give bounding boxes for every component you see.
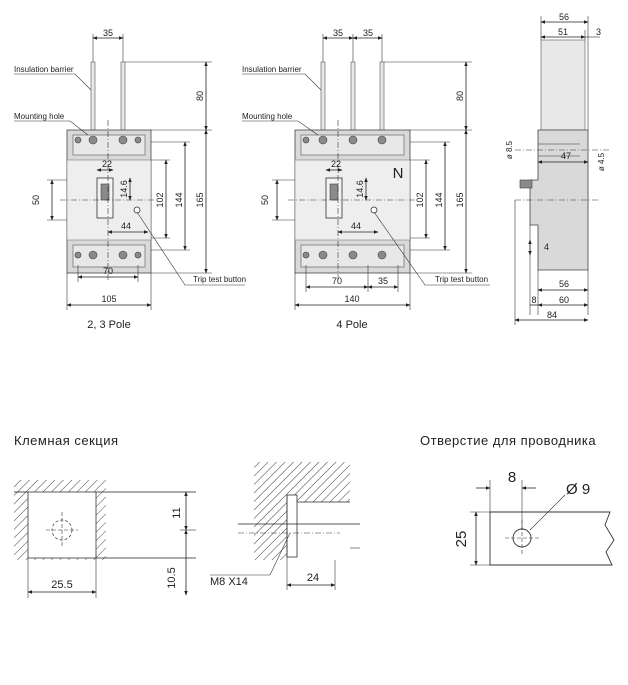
terminal-title: Клемная секция [14, 433, 119, 448]
svg-text:70: 70 [332, 276, 342, 286]
conductor-hole: Отверстие для проводника 8 Ø 9 25 [420, 433, 615, 566]
side-view: 56 51 3 ø 8.5 47 ø 4.5 4 56 8 60 84 [505, 12, 610, 325]
dim-102: 102 [155, 192, 165, 207]
dim-24: 24 [307, 572, 319, 584]
barrier-side [540, 39, 586, 131]
trip-test-label: Trip test button [193, 275, 246, 284]
svg-text:35: 35 [363, 28, 373, 38]
trip-test-button-4p [370, 206, 378, 214]
dim-165: 165 [195, 192, 205, 207]
svg-text:14.6: 14.6 [355, 180, 365, 198]
svg-text:80: 80 [455, 91, 465, 101]
dim-25: 25 [453, 531, 470, 548]
insulation-barrier [120, 61, 126, 131]
dim-11: 11 [171, 507, 183, 518]
svg-text:84: 84 [547, 310, 557, 320]
dim-70: 70 [103, 266, 113, 276]
dim-105: 105 [101, 294, 116, 304]
dim-35: 35 [103, 28, 113, 38]
screw-label: M8 X14 [210, 576, 248, 588]
dim-10-5: 10.5 [166, 567, 178, 588]
dim-14-6: 14.6 [119, 180, 129, 198]
svg-text:102: 102 [415, 192, 425, 207]
dim-22: 22 [102, 159, 112, 169]
pole4-view: N 35 35 80 165 144 102 22 14.6 44 50 [242, 28, 490, 331]
pole4-caption: 4 Pole [336, 319, 367, 331]
svg-text:Mounting hole: Mounting hole [242, 112, 293, 121]
svg-text:Insulation barrier: Insulation barrier [242, 65, 302, 74]
svg-text:Trip test button: Trip test button [435, 275, 488, 284]
dim-56-top: 56 [559, 12, 569, 22]
svg-text:3: 3 [596, 27, 601, 37]
dim-144: 144 [174, 192, 184, 207]
svg-text:50: 50 [260, 195, 270, 205]
dim-50: 50 [31, 195, 41, 205]
svg-text:51: 51 [558, 27, 568, 37]
svg-text:ø 8.5: ø 8.5 [505, 140, 514, 159]
svg-text:4: 4 [544, 242, 549, 252]
svg-text:165: 165 [455, 192, 465, 207]
dim-8: 8 [508, 469, 516, 486]
svg-text:35: 35 [378, 276, 388, 286]
dim-dia9: Ø 9 [566, 481, 590, 498]
trip-test-button [133, 206, 141, 214]
pole3-caption: 2, 3 Pole [87, 319, 130, 331]
svg-text:56: 56 [559, 279, 569, 289]
svg-text:8: 8 [531, 295, 536, 305]
neutral-mark: N [393, 165, 404, 182]
svg-text:47: 47 [561, 151, 571, 161]
svg-text:60: 60 [559, 295, 569, 305]
svg-text:ø 4.5: ø 4.5 [597, 152, 606, 171]
terminal-section: Клемная секция 25.5 11 10.5 M8 X14 24 [14, 433, 360, 598]
svg-text:144: 144 [434, 192, 444, 207]
insulation-barrier-label: Insulation barrier [14, 65, 74, 74]
insulation-barrier [90, 61, 96, 131]
svg-text:44: 44 [351, 221, 361, 231]
dim-80: 80 [195, 91, 205, 101]
hole-title: Отверстие для проводника [420, 433, 596, 448]
dim-44: 44 [121, 221, 131, 231]
svg-text:22: 22 [331, 159, 341, 169]
dim-25-5: 25.5 [51, 579, 72, 591]
svg-text:140: 140 [344, 294, 359, 304]
mounting-hole-label: Mounting hole [14, 112, 65, 121]
svg-text:35: 35 [333, 28, 343, 38]
pole3-view: 35 80 165 144 102 22 14.6 44 50 70 105 I… [14, 28, 246, 331]
